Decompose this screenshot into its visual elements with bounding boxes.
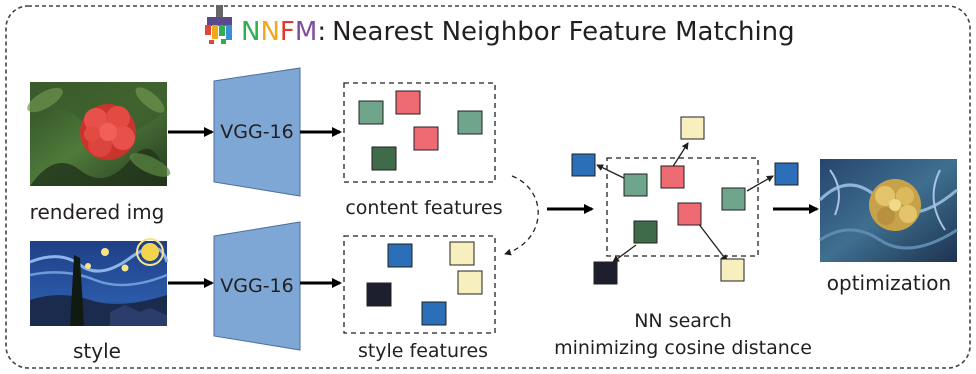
label-nn-search: NN search	[634, 310, 732, 332]
title-letter-m: M	[295, 17, 317, 47]
content-feature-square	[358, 100, 384, 125]
nn-content-square	[633, 220, 658, 244]
vgg-encoder-top	[213, 67, 301, 197]
content-features-box	[343, 82, 496, 183]
label-style-features: style features	[358, 340, 488, 362]
label-rendered-img: rendered img	[30, 200, 165, 224]
page-title: NNFM:Nearest Neighbor Feature Matching	[241, 17, 795, 47]
nn-link-arrow	[746, 175, 774, 192]
vgg-label-top: VGG-16	[220, 121, 293, 143]
label-content-features: content features	[345, 197, 502, 219]
nn-style-square	[571, 153, 596, 177]
nn-style-square	[680, 116, 705, 140]
nn-style-square	[720, 258, 745, 282]
content-feature-square	[457, 110, 483, 135]
title-letter-f: F	[280, 17, 295, 47]
content-feature-square	[413, 126, 439, 151]
style-feature-square	[387, 243, 413, 268]
outer-dashed-border	[5, 5, 971, 369]
title-colon: :	[317, 17, 326, 47]
content-feature-square	[371, 146, 397, 171]
style-feature-square	[366, 282, 392, 307]
dashed-curve-arrow	[504, 175, 539, 256]
nn-style-square	[593, 261, 618, 285]
label-cosine-distance: minimizing cosine distance	[554, 337, 812, 359]
nn-link-arrow	[596, 164, 629, 181]
nn-link-arrow	[697, 222, 728, 262]
style-image	[29, 238, 169, 326]
style-feature-square	[421, 301, 447, 326]
title-letter-n1: N	[241, 17, 260, 47]
vgg-label-bottom: VGG-16	[220, 275, 293, 297]
nn-content-square	[721, 187, 746, 211]
nn-content-square	[677, 202, 702, 226]
content-feature-square	[395, 90, 421, 115]
style-features-box	[343, 235, 496, 334]
rendered-image	[27, 82, 171, 186]
label-style: style	[73, 339, 121, 363]
brush-icon	[205, 5, 232, 44]
nn-link-arrow	[612, 244, 637, 263]
title-letter-n2: N	[260, 17, 279, 47]
optimization-image	[818, 159, 958, 262]
style-feature-square	[449, 241, 475, 266]
title-text: Nearest Neighbor Feature Matching	[332, 17, 795, 47]
nn-style-square	[774, 162, 799, 186]
style-feature-square	[457, 270, 483, 295]
nn-content-square	[660, 165, 685, 189]
nn-search-box	[606, 157, 759, 257]
vgg-encoder-bottom	[213, 221, 301, 351]
nn-link-arrow	[671, 142, 689, 169]
nn-content-square	[623, 173, 648, 197]
label-optimization: optimization	[827, 271, 951, 295]
